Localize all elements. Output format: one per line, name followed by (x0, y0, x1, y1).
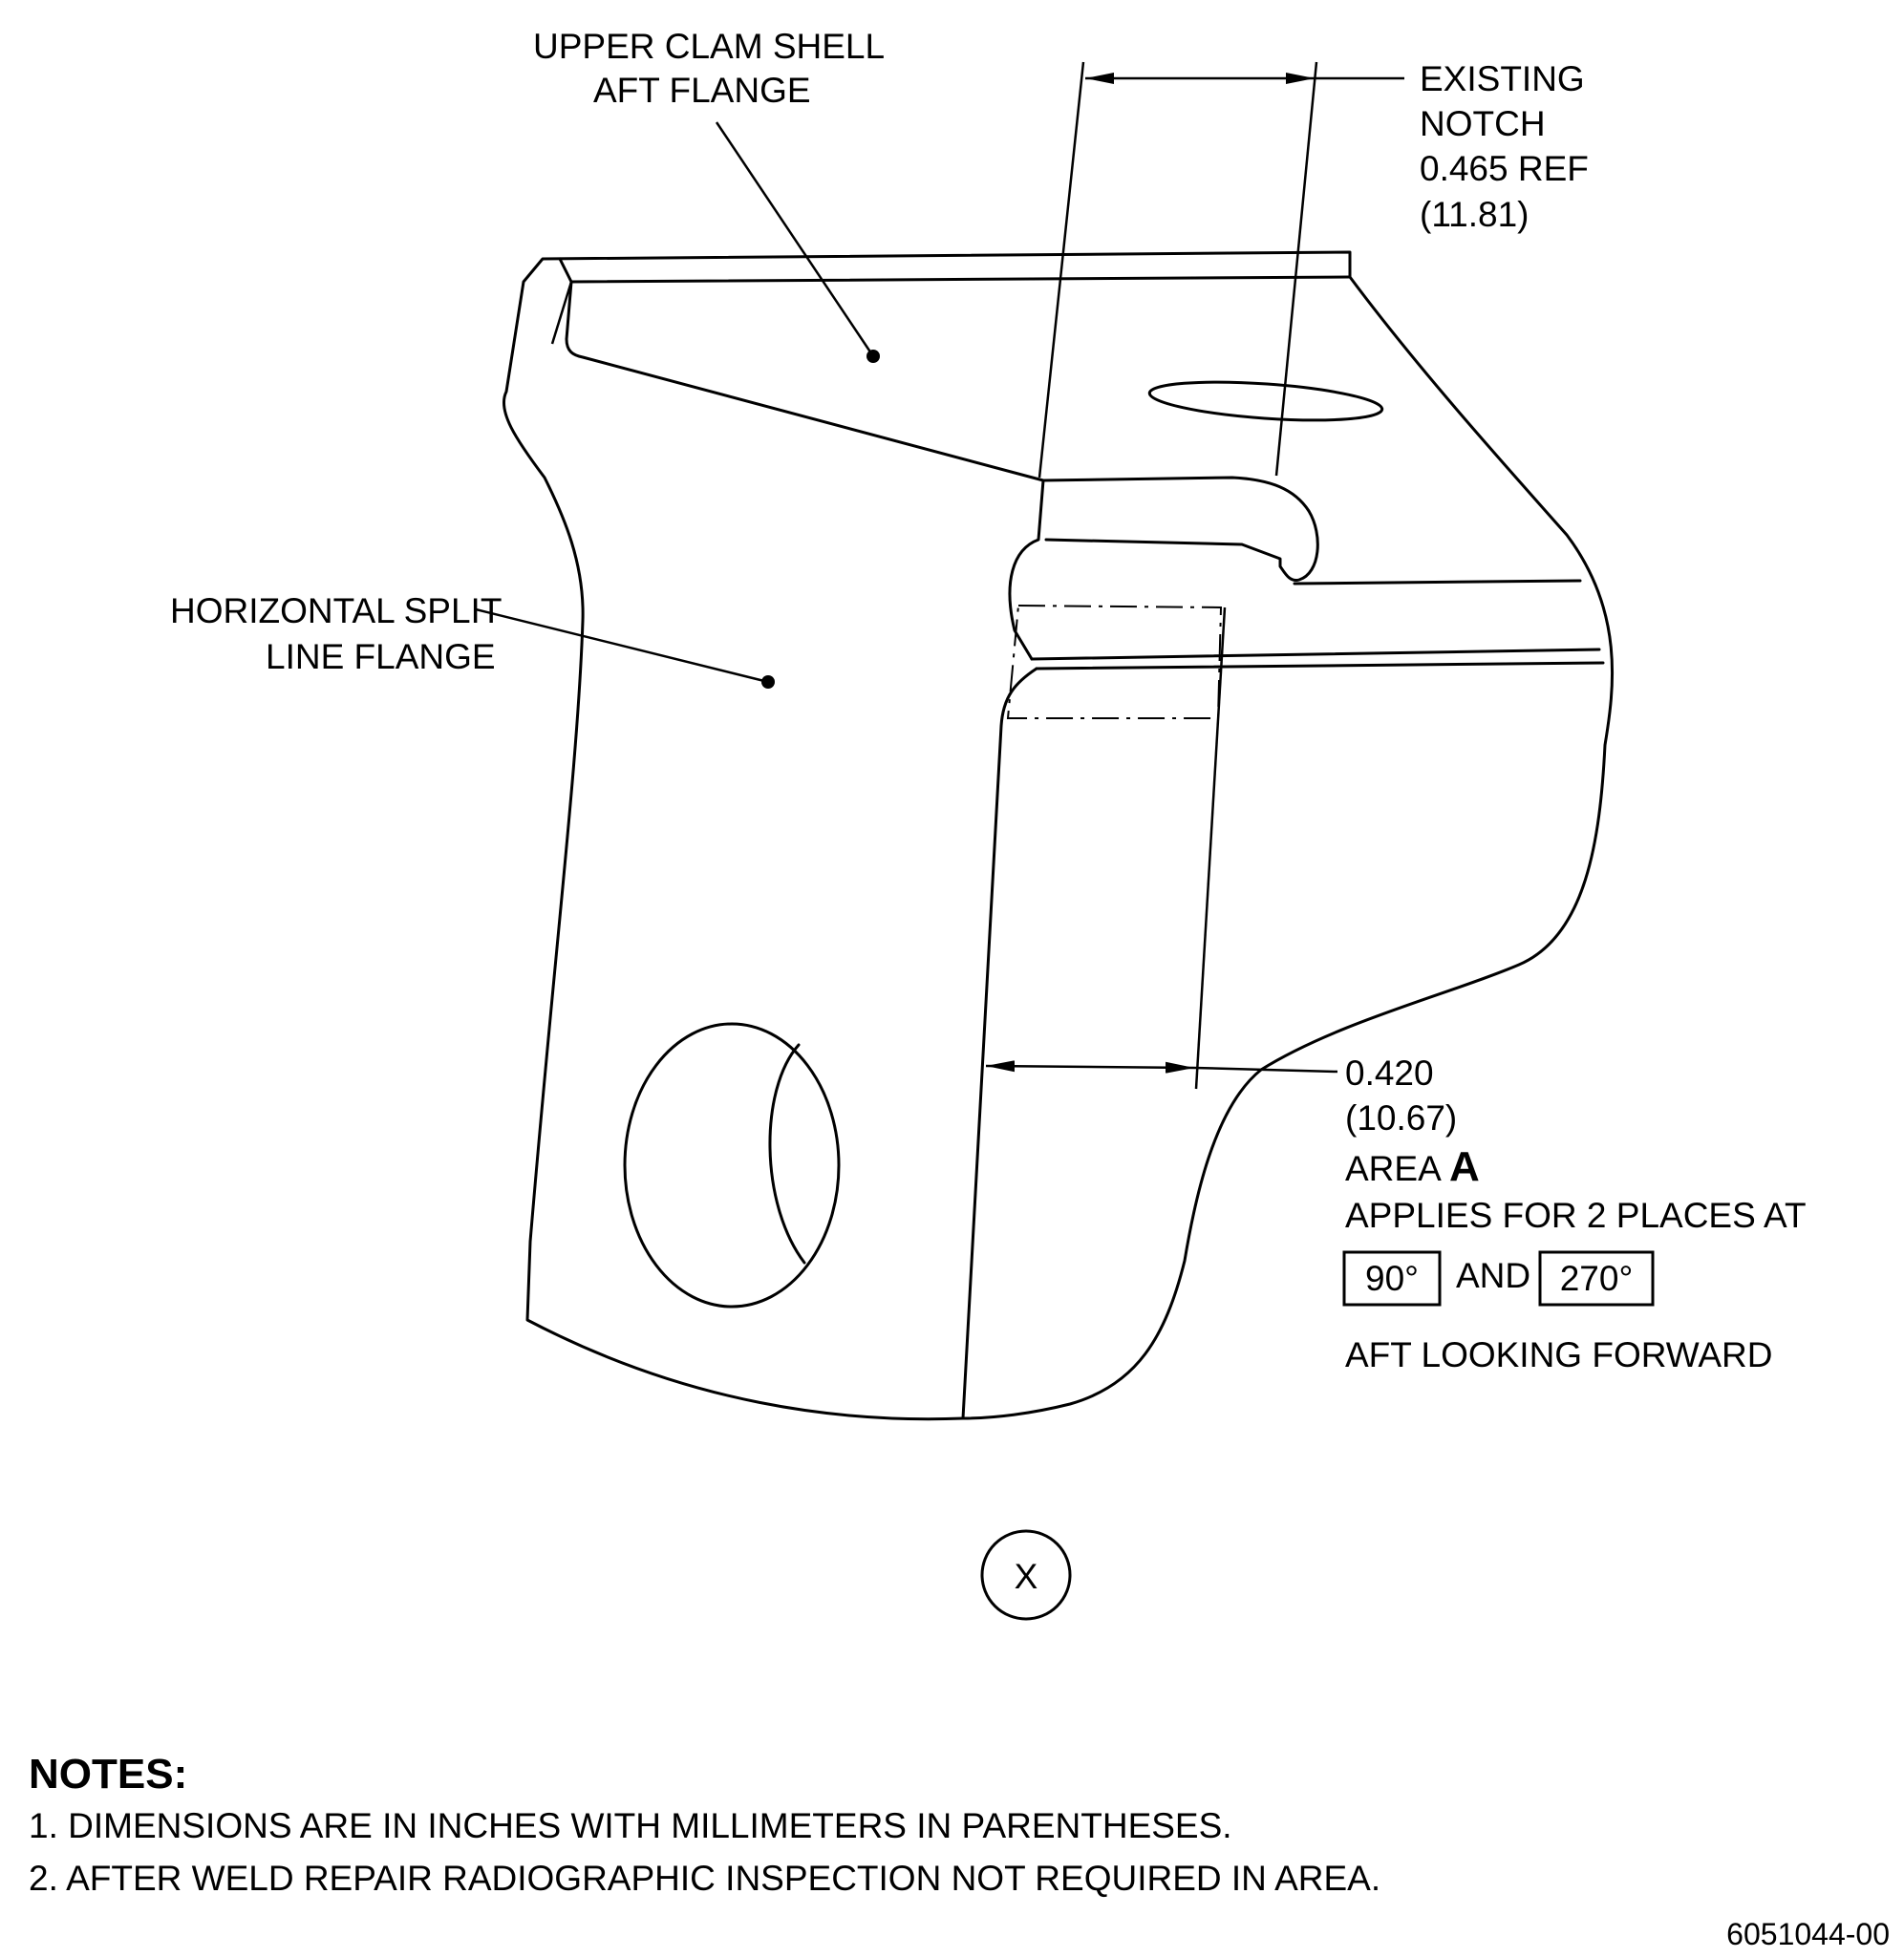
notch-dimension (1038, 61, 1404, 479)
dim-inches: 0.420 (1345, 1053, 1434, 1093)
notch-step-profile (961, 479, 1045, 1420)
note-2: 2. AFTER WELD REPAIR RADIOGRAPHIC INSPEC… (29, 1859, 1380, 1898)
area-a-boundary (1006, 604, 1223, 719)
and-word: AND (1456, 1256, 1530, 1295)
note-1: 1. DIMENSIONS ARE IN INCHES WITH MILLIME… (29, 1806, 1232, 1845)
upper-clam-label-2: AFT FLANGE (593, 71, 811, 110)
leaders (475, 121, 880, 689)
top-flange-inner (558, 257, 1352, 583)
applies-line: APPLIES FOR 2 PLACES AT (1345, 1196, 1807, 1235)
part-outline (502, 250, 1615, 1421)
slot-hole (1147, 380, 1384, 422)
notch-label-4: (11.81) (1420, 195, 1530, 234)
split-label-2: LINE FLANGE (266, 637, 496, 676)
notes-title: NOTES: (29, 1751, 187, 1798)
bolt-hole-inner-arc (768, 1043, 806, 1265)
notch-label-2: NOTCH (1420, 104, 1546, 143)
view-identifier-letter: X (1015, 1557, 1038, 1596)
area-width-dimension (985, 607, 1338, 1090)
aft-looking-forward: AFT LOOKING FORWARD (1345, 1335, 1772, 1374)
angle-2-box (1538, 1250, 1655, 1307)
angle-1-value: 90° (1365, 1259, 1419, 1298)
split-label-1: HORIZONTAL SPLIT (170, 591, 502, 630)
drawing-number: 6051044-00 (1726, 1917, 1890, 1951)
outer-contour (502, 250, 1615, 1421)
notch-label-1: EXISTING (1420, 59, 1585, 98)
area-label: AREA A (1345, 1143, 1480, 1190)
notch-label-3: 0.465 REF (1420, 149, 1589, 188)
view-identifier-circle (980, 1529, 1072, 1621)
split-seam-line (1030, 579, 1605, 670)
upper-clam-label-1: UPPER CLAM SHELL (533, 27, 885, 66)
angle-1-box (1342, 1250, 1442, 1307)
bolt-hole (623, 1022, 841, 1309)
left-flange-line (550, 281, 573, 345)
dim-millimeters: (10.67) (1345, 1098, 1457, 1138)
angle-2-value: 270° (1560, 1259, 1634, 1298)
area-letter: A (1449, 1143, 1480, 1190)
